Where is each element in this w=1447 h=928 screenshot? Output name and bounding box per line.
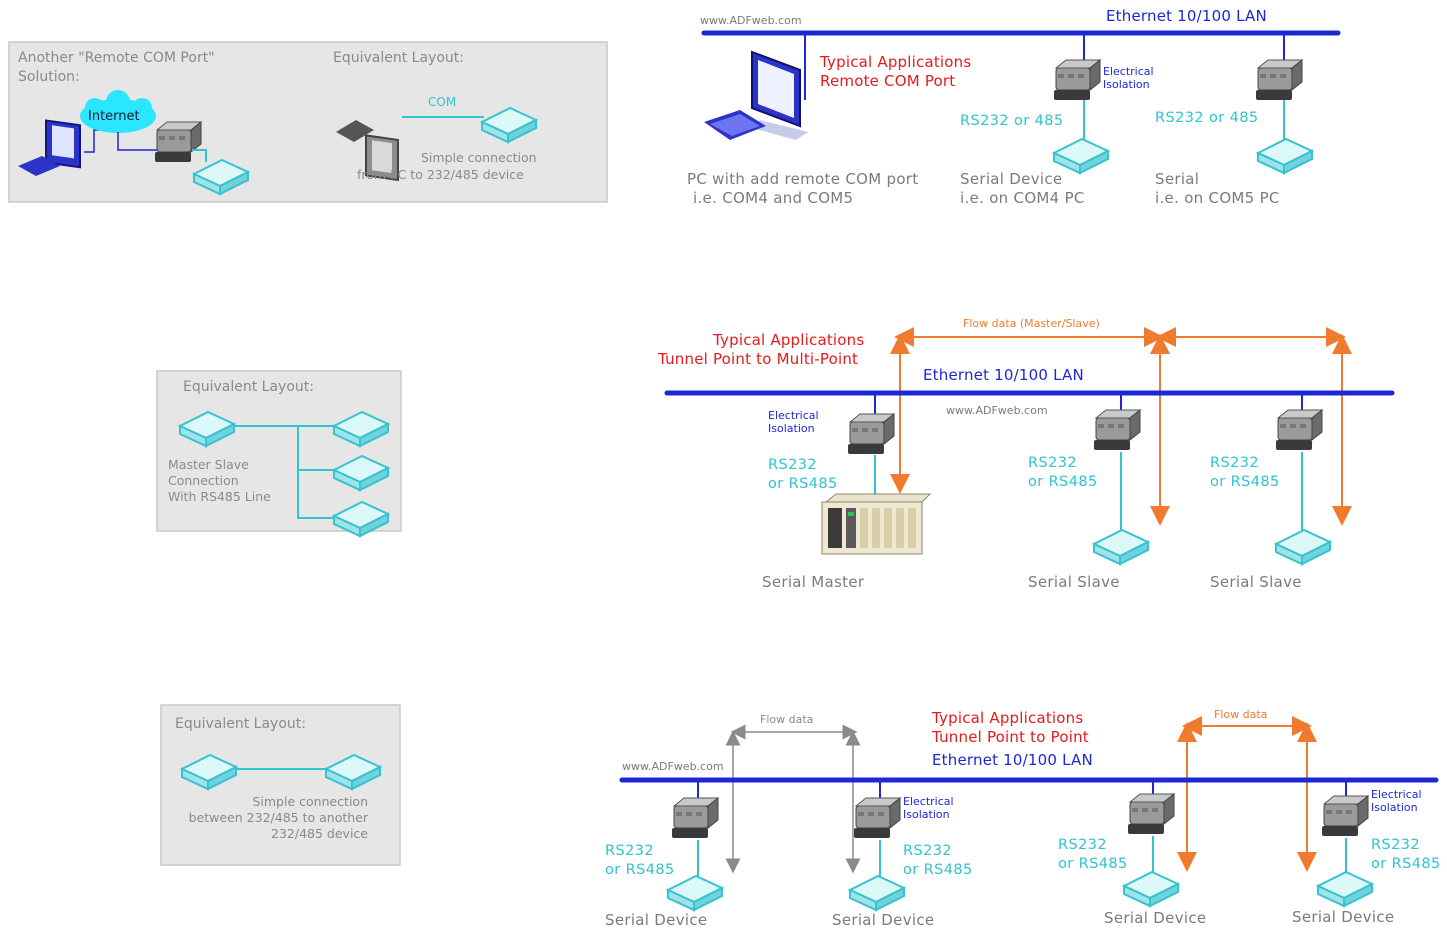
serial-slave-caption: Serial Slave <box>1028 573 1120 591</box>
internet-cloud-icon <box>80 90 156 133</box>
rs-label-4-line2: or RS485 <box>1371 856 1441 872</box>
converter-icon <box>1053 59 1101 101</box>
serial-device-caption-4: Serial Device <box>1292 908 1394 926</box>
panel-ms-desc-line3: With RS485 Line <box>168 489 271 504</box>
isolation-b-line2: Isolation <box>1371 801 1418 814</box>
converter-icon <box>1275 409 1323 451</box>
isolation-b-line1: Electrical <box>1371 788 1422 801</box>
rs-label-1-line1: RS232 <box>605 843 654 859</box>
rs-label-2-line1: RS232 <box>903 843 952 859</box>
app-title-line2: Remote COM Port <box>820 72 955 90</box>
isolation-line1: Electrical <box>1103 65 1154 78</box>
converter-icon <box>1321 795 1369 837</box>
device-b-caption-line1: Serial <box>1155 170 1199 188</box>
internet-label: Internet <box>88 109 140 124</box>
app-title-line2: Tunnel Point to Multi-Point <box>657 350 858 368</box>
panel-p2p-desc-line1: Simple connection <box>252 794 368 809</box>
diagram-point-to-point: Flow data Flow data Typical Applications… <box>605 708 1441 928</box>
flow-data-label: Flow data (Master/Slave) <box>963 317 1100 330</box>
rs-label-3-line1: RS232 <box>1058 837 1107 853</box>
app-title-line2: Tunnel Point to Point <box>931 728 1089 746</box>
device-a-caption-line2: i.e. on COM4 PC <box>960 189 1085 207</box>
pc-icon <box>704 50 808 140</box>
converter-icon <box>1255 59 1303 101</box>
url-label: www.ADFweb.com <box>946 404 1048 417</box>
app-title-line1: Typical Applications <box>712 331 864 349</box>
flow-data-label-left: Flow data <box>760 713 813 726</box>
serial-device-caption-1: Serial Device <box>605 911 707 928</box>
panel-remote-simple-line2: from PC to 232/485 device <box>357 167 524 182</box>
rs-label-3-line2: or RS485 <box>1058 856 1128 872</box>
converter-icon <box>671 797 719 839</box>
diagram-remote-com-port: www.ADFweb.com Ethernet 10/100 LAN Typic… <box>687 7 1341 207</box>
rs-label-4-line1: RS232 <box>1371 837 1420 853</box>
serial-device-icon <box>1275 529 1331 565</box>
url-label: www.ADFweb.com <box>622 760 724 773</box>
pc-caption-line1: PC with add remote COM port <box>687 170 918 188</box>
panel-point-to-point: Equivalent Layout: Simple connection bet… <box>160 704 401 866</box>
lan-label: Ethernet 10/100 LAN <box>932 751 1093 769</box>
serial-master-caption: Serial Master <box>762 573 865 591</box>
panel-p2p-desc-line2: between 232/485 to another <box>189 810 369 825</box>
converter-icon <box>1127 793 1175 835</box>
panel-master-slave: Equivalent Layout: Master Slave Connecti… <box>156 370 402 537</box>
rs-label-1-line2: or RS485 <box>605 862 675 878</box>
isolation-line2: Isolation <box>768 422 815 435</box>
device-a-caption-line1: Serial Device <box>960 170 1062 188</box>
serial-device-icon <box>1093 529 1149 565</box>
url-label: www.ADFweb.com <box>700 14 802 27</box>
panel-remote-equiv-title: Equivalent Layout: <box>333 50 464 66</box>
rs-label-a-line2: or RS485 <box>768 476 838 492</box>
serial-device-icon <box>1317 871 1373 907</box>
serial-device-icon <box>1123 871 1179 907</box>
serial-device-icon <box>1257 138 1313 174</box>
panel-remote-com: Another "Remote COM Port" Solution: Inte… <box>8 41 608 203</box>
isolation-a-line1: Electrical <box>903 795 954 808</box>
serial-device-caption-3: Serial Device <box>1104 909 1206 927</box>
panel-remote-title-line1: Another "Remote COM Port" <box>18 50 215 66</box>
panel-ms-desc-line2: Connection <box>168 473 239 488</box>
lan-label: Ethernet 10/100 LAN <box>1106 7 1267 25</box>
flow-data-label-right: Flow data <box>1214 708 1267 721</box>
panel-ms-equiv-title: Equivalent Layout: <box>183 379 314 395</box>
device-b-caption-line2: i.e. on COM5 PC <box>1155 189 1280 207</box>
panel-remote-title-line2: Solution: <box>18 69 80 85</box>
serial-device-icon <box>1053 138 1109 174</box>
panel-p2p-desc-line3: 232/485 device <box>271 826 368 841</box>
panel-remote-simple-line1: Simple connection <box>421 150 537 165</box>
isolation-line2: Isolation <box>1103 78 1150 91</box>
rs-label-a: RS232 or 485 <box>960 113 1063 129</box>
app-title-line1: Typical Applications <box>931 709 1083 727</box>
lan-label: Ethernet 10/100 LAN <box>923 366 1084 384</box>
rs-label-b-line1: RS232 <box>1028 455 1077 471</box>
rs-label-b-line2: or RS485 <box>1028 474 1098 490</box>
rs-label-c-line2: or RS485 <box>1210 474 1280 490</box>
panel-ms-desc-line1: Master Slave <box>168 457 249 472</box>
serial-slave-caption: Serial Slave <box>1210 573 1302 591</box>
app-title-line1: Typical Applications <box>819 53 971 71</box>
converter-icon <box>853 797 901 839</box>
panel-p2p-equiv-title: Equivalent Layout: <box>175 716 306 732</box>
serial-device-caption-2: Serial Device <box>832 911 934 928</box>
pc-grey-icon <box>336 120 399 182</box>
serial-device-icon <box>849 875 905 911</box>
rs-label-c-line1: RS232 <box>1210 455 1259 471</box>
pc-icon <box>18 119 81 176</box>
com-label: COM <box>428 95 456 109</box>
serial-device-icon <box>667 875 723 911</box>
rs-label-2-line2: or RS485 <box>903 862 973 878</box>
pc-caption-line2: i.e. COM4 and COM5 <box>693 189 853 207</box>
rs-label-a-line1: RS232 <box>768 457 817 473</box>
converter-icon <box>1093 409 1141 451</box>
diagram-point-to-multipoint: Typical Applications Tunnel Point to Mul… <box>657 317 1395 591</box>
converter-icon <box>847 413 895 455</box>
isolation-a-line2: Isolation <box>903 808 950 821</box>
isolation-line1: Electrical <box>768 409 819 422</box>
rs-label-b: RS232 or 485 <box>1155 110 1258 126</box>
plc-master-icon <box>821 493 932 555</box>
